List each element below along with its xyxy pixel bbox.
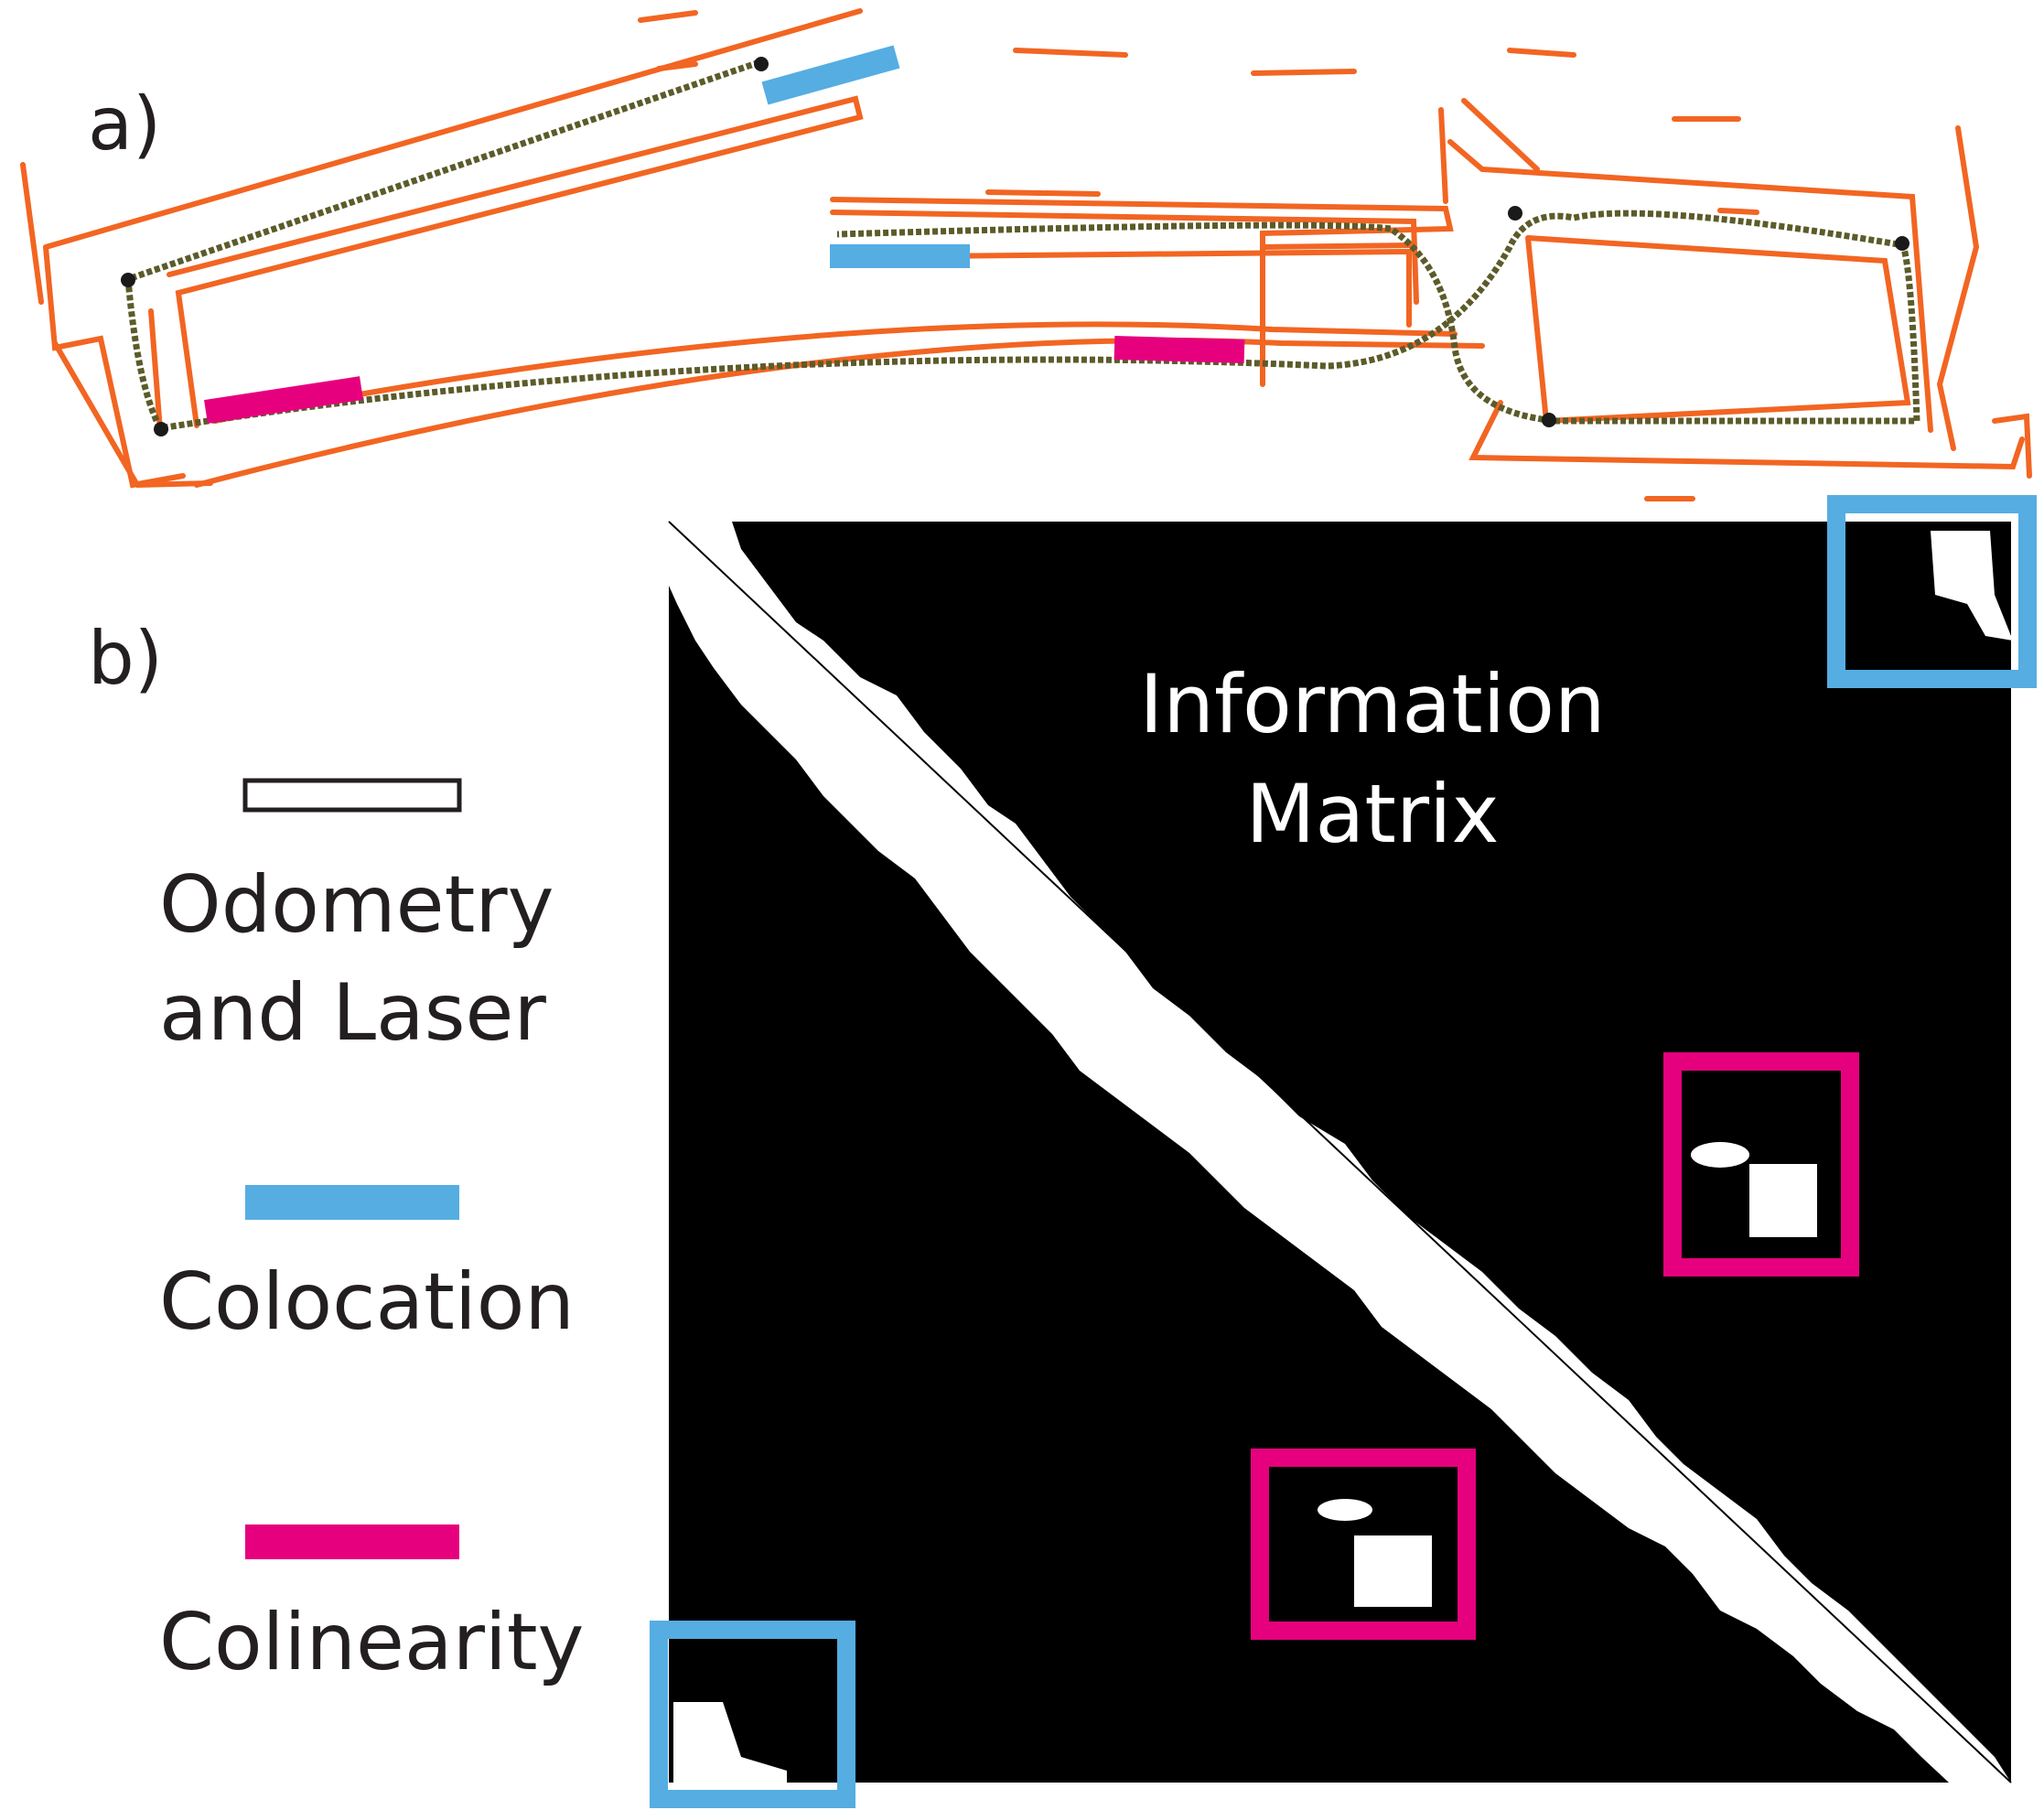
matrix-offdiag-blocks xyxy=(673,531,2013,1783)
legend-colinearity-swatch xyxy=(245,1524,459,1559)
matrix-title-line1: Information xyxy=(1139,657,1606,751)
legend-odometry-swatch xyxy=(242,778,462,813)
map-colocation-markers xyxy=(761,45,970,268)
robot-trajectory xyxy=(124,59,1920,432)
legend-odometry-line2: and Laser xyxy=(159,967,546,1059)
map-walls xyxy=(20,8,2032,501)
colocation-marker xyxy=(761,45,900,105)
panel-label-b: b) xyxy=(88,616,163,701)
legend-odometry-line1: Odometry xyxy=(159,859,554,951)
colocation-frame-bottom-left xyxy=(650,1621,855,1808)
colinearity-marker xyxy=(1113,336,1245,363)
colinearity-frame-center xyxy=(1251,1449,1476,1640)
matrix-title-line2: Matrix xyxy=(1245,767,1500,861)
map-colinearity-markers xyxy=(204,336,1245,424)
legend-colocation-swatch xyxy=(245,1185,459,1220)
colinearity-frame-right xyxy=(1663,1052,1859,1277)
trajectory-keyframes xyxy=(121,57,1910,436)
legend-colinearity-label: Colinearity xyxy=(159,1597,585,1688)
colocation-frame-top-right xyxy=(1827,495,2037,688)
legend-colocation-label: Colocation xyxy=(159,1256,575,1348)
colinearity-marker xyxy=(204,376,363,424)
legend-odometry-label: Odometry and Laser xyxy=(159,851,554,1067)
matrix-title: Information Matrix xyxy=(1052,650,1693,869)
matrix-diagonal xyxy=(668,521,2012,1783)
panel-label-a: a) xyxy=(88,81,162,167)
